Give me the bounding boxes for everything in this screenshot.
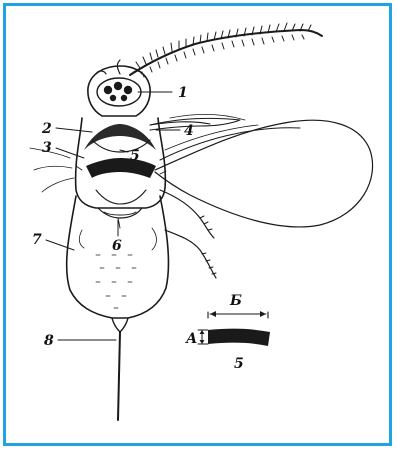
head <box>88 66 150 116</box>
inset-detail <box>198 311 270 346</box>
antenna <box>117 23 322 77</box>
label-5: 5 <box>130 148 140 164</box>
label-1: 1 <box>178 85 188 101</box>
label-4: 4 <box>184 123 194 139</box>
inset-width-label: Б <box>229 293 242 309</box>
label-8: 8 <box>44 333 54 349</box>
inset-height-label: А <box>185 331 197 347</box>
label-2: 2 <box>41 121 52 137</box>
label-7: 7 <box>32 232 42 248</box>
ovipositor <box>118 332 120 420</box>
inset-caption: 5 <box>234 356 244 372</box>
wing-left-fringe <box>30 148 74 192</box>
label-6: 6 <box>112 238 122 254</box>
label-3: 3 <box>42 140 52 156</box>
abdomen <box>67 196 169 332</box>
